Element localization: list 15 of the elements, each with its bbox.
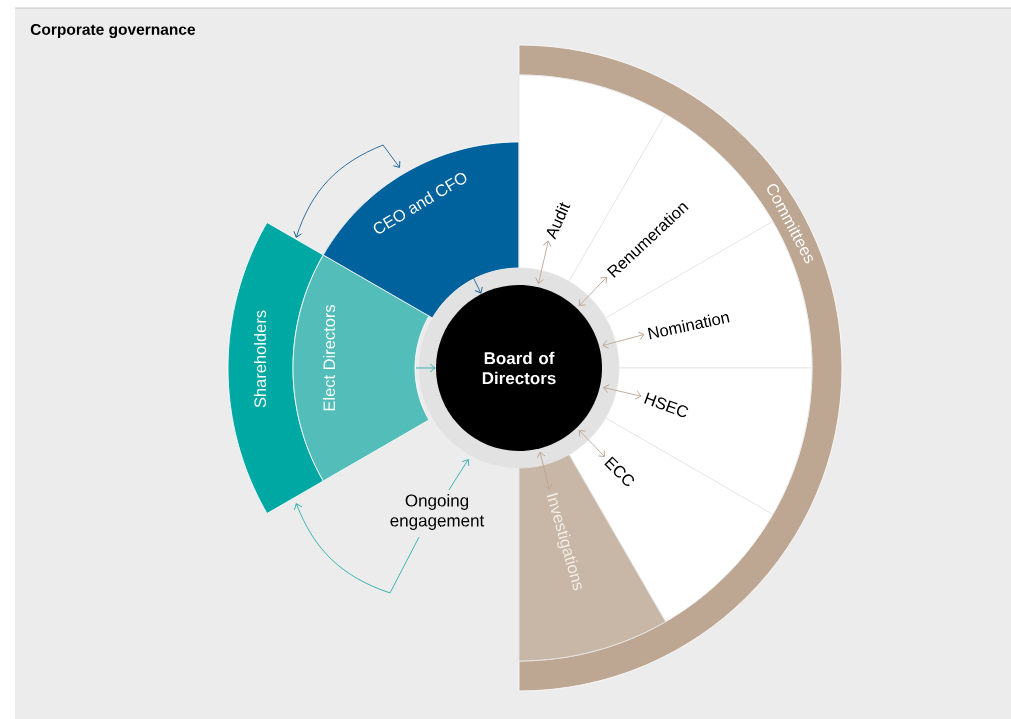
arrow [603,384,642,400]
shareholders-band: Shareholders [227,222,324,514]
arrow [578,276,608,307]
arrow [293,144,401,238]
engagement-text: Ongoing engagement [390,494,485,530]
arrow [578,429,606,458]
title: Corporate governance [30,23,196,39]
arrow [602,331,645,349]
arrow [471,274,483,294]
arrow [415,363,436,373]
elect-directors-band: Elect Directors [292,254,430,482]
arrow [293,503,420,594]
arrow [536,451,553,490]
arrow [535,240,552,284]
arrow [448,459,470,491]
